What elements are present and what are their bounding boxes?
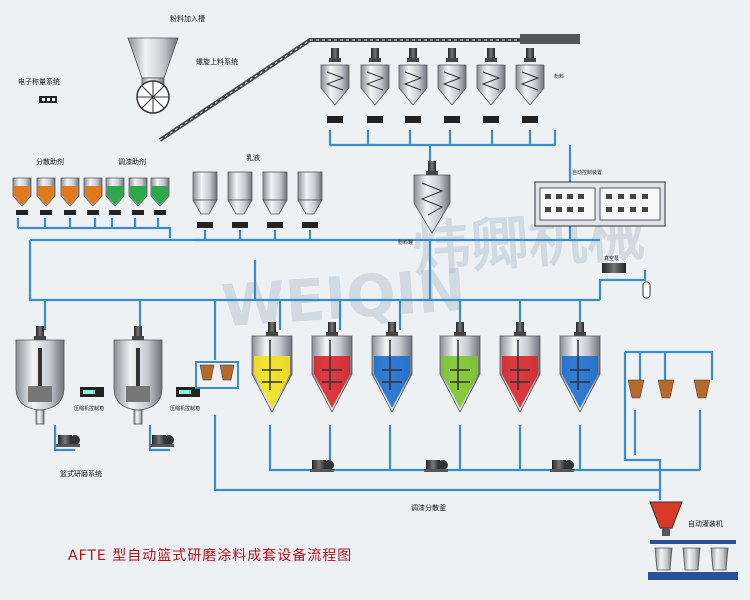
label-screw-conveyor: 螺旋上料系统	[196, 57, 238, 66]
screw-conveyor	[158, 34, 580, 142]
emulsion-silos	[192, 171, 323, 228]
reactor-2	[311, 322, 353, 413]
mill-controller-1	[80, 387, 104, 397]
reactor-5	[499, 322, 541, 413]
pump-1	[310, 460, 334, 472]
control-panel-icon	[534, 181, 666, 227]
label-electronic-weighing: 电子称量系统	[18, 77, 60, 86]
powder-silos	[320, 48, 545, 123]
basket-mill-1	[15, 326, 65, 425]
weighing-display-icon	[39, 96, 57, 103]
powder-tank	[413, 161, 451, 234]
reactor-6	[559, 322, 601, 413]
label-auto-filling: 自动灌装机	[688, 519, 723, 528]
label-controller-1: 压缩机控制箱	[74, 405, 104, 412]
mill-pump-2	[150, 435, 174, 447]
small-hoppers-left	[195, 361, 239, 389]
dispersant-tanks	[12, 177, 103, 215]
label-paint-auxiliary: 调漆助剂	[118, 157, 146, 166]
label-vacuum-pump: 真空泵	[604, 255, 619, 262]
small-hoppers-right	[627, 379, 711, 399]
basket-mill-2	[113, 326, 163, 425]
auxiliary-tanks	[105, 177, 170, 215]
reactor-1	[251, 322, 293, 413]
pump-2	[424, 460, 448, 472]
label-emulsion: 乳液	[246, 153, 260, 162]
label-controller-2: 压缩机控制箱	[170, 405, 200, 412]
label-powder-side: 粉料	[554, 73, 564, 80]
label-powder-hopper: 粉料加入槽	[170, 14, 205, 23]
mill-controller-2	[176, 387, 200, 397]
reactor-3	[371, 322, 413, 413]
diagram-title: AFTE 型自动篮式研磨涂料成套设备流程图	[68, 547, 352, 564]
label-powder-tank: 粉料罐	[398, 239, 413, 246]
mill-pump-1	[56, 435, 80, 447]
reactor-4	[439, 322, 481, 413]
powder-hopper-icon	[127, 37, 179, 114]
label-auto-control: 自动控制装置	[572, 169, 602, 176]
vacuum-pump-icon	[602, 263, 651, 299]
filling-machine-icon	[648, 501, 738, 580]
label-basket-mill: 篮式研磨系统	[60, 469, 102, 478]
label-mixing-tank: 调漆分散釜	[411, 503, 446, 512]
label-dispersant: 分散助剂	[36, 157, 64, 166]
pump-3	[550, 460, 574, 472]
